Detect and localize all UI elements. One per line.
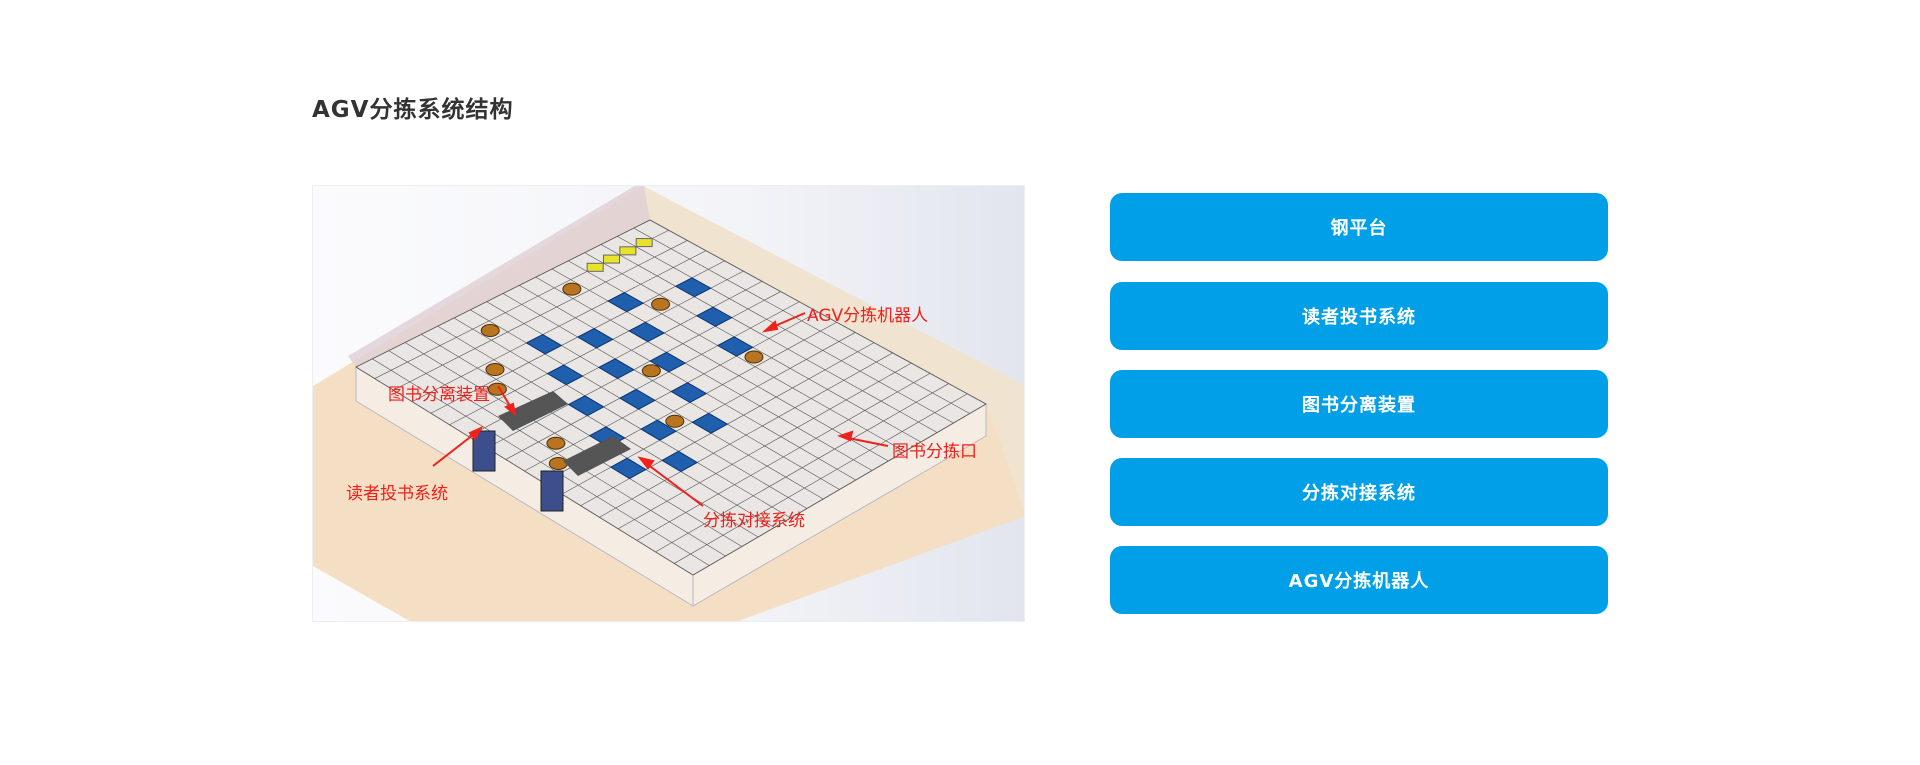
sorting-port-tile (670, 382, 708, 403)
agv-robot (641, 364, 661, 378)
platform-grid (355, 219, 987, 576)
sorting-port-tile (674, 277, 712, 298)
callout-agv-robot: AGV分拣机器人 (807, 306, 929, 326)
grid-line (649, 219, 987, 405)
grid-line (404, 342, 742, 547)
callout-sorting-port: 图书分拣口 (892, 442, 977, 462)
drop-station-1 (472, 430, 496, 472)
agv-robot (487, 382, 507, 396)
agv-robot (548, 456, 568, 470)
separation-conveyor-2 (563, 436, 631, 476)
sorting-port-tile (716, 336, 754, 357)
sorting-port-tile (576, 328, 614, 349)
sorting-port-tile (691, 412, 729, 434)
sorting-port-tile (546, 364, 584, 386)
separation-conveyor-1 (498, 391, 568, 431)
sorting-port-tile (695, 306, 733, 327)
agv-robot (562, 282, 582, 296)
charging-station (586, 262, 604, 272)
grid-line (617, 236, 954, 424)
agv-robot (546, 436, 566, 450)
agv-robot (485, 363, 505, 377)
sorting-port-tile (567, 395, 605, 417)
grid-line (355, 366, 694, 576)
sorting-port-tile (640, 419, 678, 441)
grid-line (388, 350, 726, 557)
grid-line (535, 276, 873, 471)
sorting-ports (525, 277, 754, 480)
sorting-port-tile (618, 388, 656, 410)
sorting-docking-system-button[interactable]: 分拣对接系统 (1110, 458, 1608, 526)
callout-reader-drop-system: 读者投书系统 (346, 484, 448, 504)
reader-drop-system-button[interactable]: 读者投书系统 (1110, 282, 1608, 350)
agv-robot (651, 297, 671, 311)
back-wall-left (348, 186, 650, 367)
reader-drop-stations (472, 391, 631, 512)
sorting-port-tile (628, 321, 666, 343)
charging-station (603, 254, 621, 264)
agv-robots (480, 238, 764, 470)
agv-robot (744, 350, 764, 364)
grid-line (372, 358, 710, 566)
callout-separation-device: 图书分离装置 (388, 385, 490, 405)
grid-line (600, 244, 938, 433)
platform-illustration (313, 186, 1024, 621)
grid-line (633, 227, 970, 414)
sorting-port-tile (661, 450, 699, 473)
steel-platform-button[interactable]: 钢平台 (1110, 193, 1608, 261)
callout-docking-system: 分拣对接系统 (703, 511, 805, 531)
charging-station (619, 246, 637, 256)
agv-robot (665, 414, 685, 428)
agv-robot (480, 324, 500, 338)
sorting-port-tile (649, 351, 687, 373)
sorting-port-tile (609, 457, 647, 480)
sorting-port-tile (607, 292, 645, 313)
agv-sorting-robot-button[interactable]: AGV分拣机器人 (1110, 546, 1608, 614)
grid-line (453, 317, 791, 519)
sorting-port-tile (597, 358, 635, 379)
drop-station-2 (540, 470, 564, 512)
agv-system-diagram: AGV分拣机器人 图书分离装置 图书分拣口 读者投书系统 分拣对接系统 (312, 185, 1025, 622)
callout-arrows (432, 312, 889, 507)
back-wall-right (643, 186, 1024, 511)
charging-station (635, 238, 653, 248)
book-separation-device-button[interactable]: 图书分离装置 (1110, 370, 1608, 438)
sorting-port-tile (525, 333, 563, 355)
section-title: AGV分拣系统结构 (312, 97, 514, 123)
